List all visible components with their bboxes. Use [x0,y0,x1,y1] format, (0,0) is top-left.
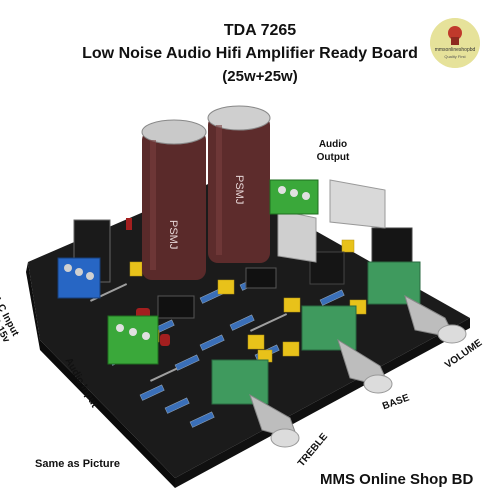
heatsink [329,179,386,229]
product-power-rating: (25w+25w) [222,68,298,85]
audio-output-label: Audio Output [316,139,350,163]
base-pot [301,305,357,351]
potentiometers [211,261,467,448]
terminal-blocks [57,179,319,365]
capacitor-label-1: PSMJ [167,220,179,249]
volume-pot [367,261,421,305]
logo-tagline: Quality First [444,54,466,59]
product-subtitle: Low Noise Audio Hifi Amplifier Ready Boa… [82,45,418,62]
ac-input-terminal [57,257,101,299]
capacitor-label-2: PSMJ [233,175,245,204]
electrolytic-capacitors: PSMJ PSMJ [141,105,271,280]
pcb-board [28,178,470,478]
product-title: TDA 7265 [223,22,297,39]
treble-pot [211,359,269,405]
regulator [371,227,413,265]
logo-icon: mmsonlineshopbd Quality First [430,18,480,68]
logo-mark [430,18,480,68]
disclaimer-label: Same as Picture [35,458,120,470]
shop-name: MMS Online Shop BD [320,471,474,488]
audio-input-terminal [107,315,159,365]
logo-name: mmsonlineshopbd [434,47,476,53]
ic-chips [157,267,277,319]
